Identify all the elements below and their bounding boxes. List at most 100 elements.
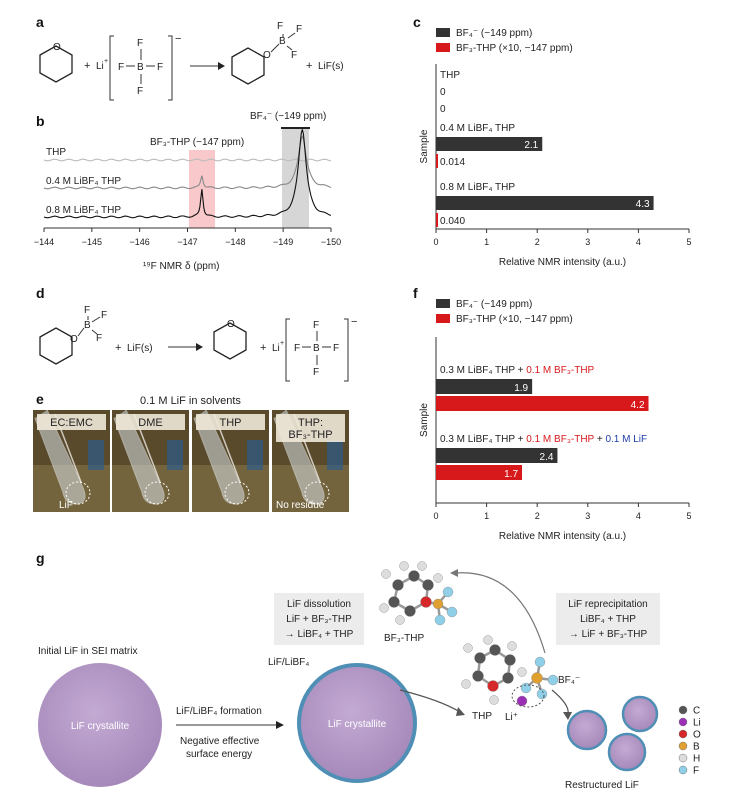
residue-circle xyxy=(224,481,250,505)
group-label: 0.3 M LiBF₄ THP + 0.1 M BF₃-THP + 0.1 M … xyxy=(440,434,647,445)
photo-label-bg xyxy=(196,414,265,430)
x-tick-label: −147 xyxy=(177,237,197,247)
legend-atom-label: O xyxy=(693,730,701,741)
lithium-atom xyxy=(516,695,528,707)
peak-label-bf3: BF₃-THP (−147 ppm) xyxy=(150,137,244,148)
panel-label-c: c xyxy=(413,14,421,30)
hydrogen-atom xyxy=(395,615,405,625)
solvent-label: DME xyxy=(138,417,162,429)
legend-swatch xyxy=(436,43,450,52)
panel-d-scheme: O B F F F + LiF(s) O + Li + − F F B F F xyxy=(39,305,357,382)
x-tick-label: 2 xyxy=(535,237,540,247)
dissolution-eq-2: → LiBF₄ + THP xyxy=(285,629,354,640)
formation-label: LiF/LiBF₄ formation xyxy=(176,706,262,717)
oxygen-atom xyxy=(487,680,499,692)
residue-circle xyxy=(65,481,91,505)
fluorine-atom xyxy=(446,606,458,618)
ring-oxygen: O xyxy=(53,42,61,53)
legend-atom-swatch xyxy=(678,765,688,775)
solvent-label: THP: xyxy=(298,417,323,429)
dissolution-title: LiF dissolution xyxy=(287,599,351,610)
vial xyxy=(34,409,86,505)
panel-label-f: f xyxy=(413,285,418,301)
carbon-atom xyxy=(489,644,501,656)
x-tick-label: −149 xyxy=(273,237,293,247)
legend-atom-swatch xyxy=(678,705,688,715)
solvent-label: EC:EMC xyxy=(50,417,93,429)
x-tick-label: −150 xyxy=(321,237,341,247)
legend-swatch xyxy=(436,299,450,308)
group-label: 0.8 M LiBF₄ THP xyxy=(440,182,515,193)
solvent-photo: THP xyxy=(192,409,269,512)
solvent-label: BF₃-THP xyxy=(288,429,332,441)
d-bracket-charge: − xyxy=(351,316,357,328)
initial-crystallite-label: LiF crystallite xyxy=(71,721,130,732)
solvent-photo: DME xyxy=(112,409,189,512)
group-label: THP xyxy=(440,70,460,81)
x-axis-label: Relative NMR intensity (a.u.) xyxy=(499,257,626,268)
d-lif: LiF(s) xyxy=(127,343,153,354)
group-label-part: 0.1 M BF₃-THP xyxy=(526,434,594,445)
reprecipitation-arrow xyxy=(551,689,569,715)
bar-value-bf4: 0 xyxy=(440,87,446,98)
hydrogen-atom xyxy=(433,573,443,583)
vial xyxy=(193,409,245,505)
hydrogen-atom xyxy=(381,569,391,579)
fluorine-atom xyxy=(534,656,546,668)
bar-bf4 xyxy=(436,448,558,463)
boron-atom xyxy=(432,598,444,610)
carbon-atom xyxy=(388,596,400,608)
lif-product: LiF(s) xyxy=(318,61,344,72)
group-label-part: 0.1 M LiF xyxy=(605,434,647,445)
energy-label-1: Negative effective xyxy=(180,736,260,747)
initial-crystallite xyxy=(38,663,162,787)
panel-a-scheme: O + Li + − F F B F F O B F F F + LiF(s) xyxy=(39,21,344,101)
carbon-atom xyxy=(472,670,484,682)
group-label-part: 0.3 M LiBF₄ THP + xyxy=(440,434,526,445)
legend-swatch xyxy=(436,314,450,323)
bar-value-bf3: 0 xyxy=(440,104,446,115)
adduct-oxygen: O xyxy=(263,50,271,61)
legend-atom-label: Li xyxy=(693,718,701,729)
dissolution-box xyxy=(274,593,364,645)
bar-bf3 xyxy=(436,465,523,480)
bar-value-bf3: 0.014 xyxy=(440,157,465,168)
group-label-part: 0.3 M LiBF₄ THP + xyxy=(440,365,526,376)
legend-atom-swatch xyxy=(678,753,688,763)
panel-label-a: a xyxy=(36,14,44,30)
hydrogen-atom xyxy=(379,603,389,613)
reprecipitation-eq-1: LiBF₄ + THP xyxy=(580,614,636,625)
hydrogen-atom xyxy=(517,667,527,677)
d-bf4-ftop: F xyxy=(313,320,319,331)
group-label: 0.3 M LiBF₄ THP + 0.1 M BF₃-THP xyxy=(440,365,595,376)
carbon-atom xyxy=(502,672,514,684)
fluorine-atom xyxy=(434,614,446,626)
adduct-boron: B xyxy=(279,36,286,47)
residue-circle xyxy=(144,481,170,505)
trace-label-thp: THP xyxy=(46,147,66,158)
thp-ring xyxy=(39,45,73,83)
y-axis-label: Sample xyxy=(419,129,430,163)
d-bf4-b: B xyxy=(313,343,320,354)
solvent-photo: THP:BF₃-THP xyxy=(272,409,349,512)
carbon-atom xyxy=(422,579,434,591)
x-tick-label: 3 xyxy=(585,511,590,521)
bf3-thp-label: BF₃-THP xyxy=(384,633,425,644)
panel-label-g: g xyxy=(36,550,45,566)
fluorine-atom xyxy=(520,682,532,694)
d-oxygen: O xyxy=(70,334,78,345)
panel-label-b: b xyxy=(36,113,45,129)
bf3-thp-ring xyxy=(231,47,265,85)
bar-value-bf4: 2.4 xyxy=(540,452,554,463)
panel-b-spectra: BF₃-THP (−147 ppm) BF₄⁻ (−149 ppm) THP 0… xyxy=(34,111,341,272)
x-tick-label: 0 xyxy=(433,511,438,521)
trace-label-04m: 0.4 M LiBF₄ THP xyxy=(46,176,121,187)
restructured-crystal-1 xyxy=(566,709,608,751)
fluorine-top: F xyxy=(137,38,143,49)
x-tick-label: −148 xyxy=(225,237,245,247)
bar-value-bf4: 2.1 xyxy=(524,140,538,151)
